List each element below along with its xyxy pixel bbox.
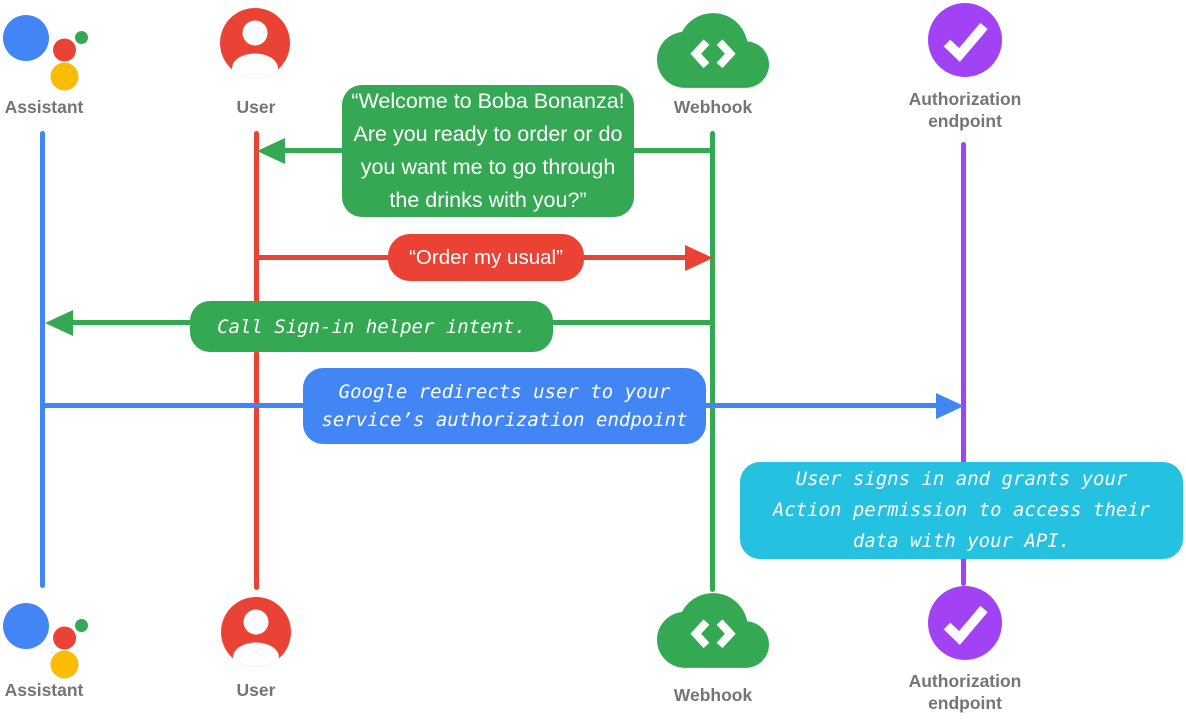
arrow-order-head-icon	[685, 245, 713, 271]
lifeline-webhook	[710, 131, 715, 592]
actor-label-webhook-bottom: Webhook	[673, 685, 753, 705]
person-circle-icon	[221, 597, 291, 667]
actor-label-user-bottom: User	[236, 680, 276, 700]
arrow-redirect-head-icon	[936, 393, 964, 419]
actor-label-user-top: User	[236, 97, 276, 117]
check-circle-icon	[928, 586, 1002, 660]
actor-label-assistant-top: Assistant	[4, 97, 84, 117]
message-text-welcome: “Welcome to Boba Bonanza! Are you ready …	[351, 89, 625, 212]
cloud-code-icon	[657, 593, 769, 668]
message-text-redirect: Google redirects user to your service’s …	[321, 381, 688, 431]
message-bubble-order: “Order my usual”	[388, 234, 584, 281]
actor-label-assistant-bottom: Assistant	[4, 680, 84, 700]
actor-label-webhook-top: Webhook	[673, 97, 753, 117]
message-bubble-redirect: Google redirects user to your service’s …	[303, 368, 706, 444]
actor-label-auth-bottom: Authorization endpoint	[908, 671, 1022, 713]
lifeline-auth	[961, 142, 966, 586]
note-text-user-signs-in: User signs in and grants your Action per…	[772, 468, 1151, 552]
arrow-welcome-head-icon	[257, 138, 285, 164]
person-circle-icon	[220, 8, 290, 78]
arrow-signin-head-icon	[45, 310, 73, 336]
message-text-order: “Order my usual”	[409, 246, 563, 269]
google-assistant-icon	[3, 603, 88, 679]
message-text-signin: Call Sign-in helper intent.	[217, 315, 526, 338]
actor-label-auth-top: Authorization endpoint	[908, 89, 1022, 131]
message-bubble-signin: Call Sign-in helper intent.	[190, 301, 553, 352]
lifeline-user	[254, 131, 259, 590]
check-circle-icon	[928, 3, 1002, 77]
message-bubble-welcome: “Welcome to Boba Bonanza! Are you ready …	[342, 85, 634, 217]
cloud-code-icon	[657, 13, 769, 88]
google-assistant-icon	[3, 15, 88, 91]
note-bubble-user-signs-in: User signs in and grants your Action per…	[740, 462, 1183, 559]
lifeline-assistant	[40, 131, 45, 588]
